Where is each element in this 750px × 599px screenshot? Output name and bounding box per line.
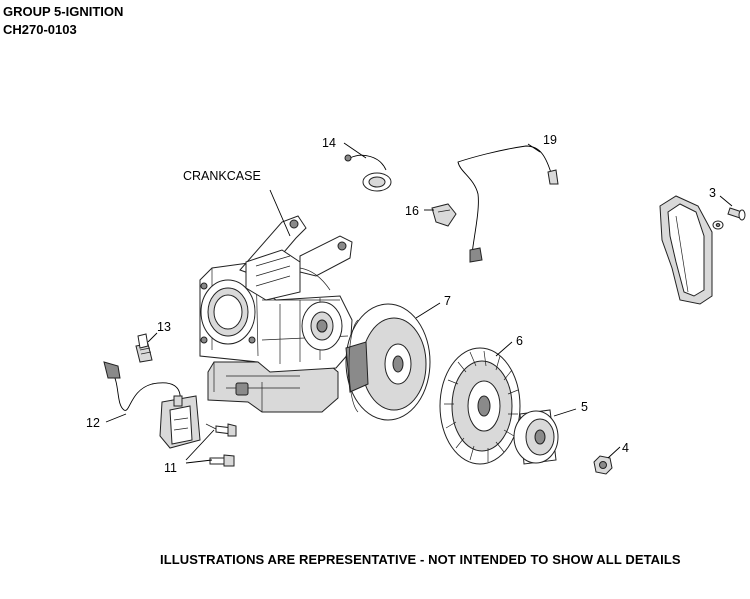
part-16-clip[interactable]	[431, 203, 457, 227]
disclaimer-note: ILLUSTRATIONS ARE REPRESENTATIVE - NOT I…	[160, 552, 681, 567]
callout-5: 5	[581, 400, 588, 414]
part-5-starter-cup[interactable]	[513, 409, 559, 465]
diagram-title: GROUP 5-IGNITION	[3, 4, 124, 19]
callout-14: 14	[322, 136, 336, 150]
part-14-switch[interactable]	[344, 154, 392, 192]
part-11-bolts[interactable]	[205, 423, 237, 467]
crankcase-part[interactable]	[199, 215, 353, 413]
callout-19: 19	[543, 133, 557, 147]
callout-4: 4	[622, 441, 629, 455]
callout-7: 7	[444, 294, 451, 308]
part-6-cooling-fan[interactable]	[439, 347, 521, 465]
part-13-spark-plug[interactable]	[135, 333, 153, 363]
diagram-code: CH270-0103	[3, 22, 77, 37]
callout-13: 13	[157, 320, 171, 334]
callout-6: 6	[516, 334, 523, 348]
part-4-nut[interactable]	[593, 455, 613, 475]
part-12-ignition-coil[interactable]	[103, 361, 201, 449]
callout-12: 12	[86, 416, 100, 430]
part-19-wire-harness[interactable]	[457, 145, 559, 263]
part-3-guard[interactable]	[659, 195, 746, 305]
callout-3: 3	[709, 186, 716, 200]
part-7-flywheel-ring[interactable]	[345, 303, 431, 421]
callout-16: 16	[405, 204, 419, 218]
label-crankcase: CRANKCASE	[183, 169, 261, 183]
leader-lines	[105, 142, 733, 464]
callout-11: 11	[164, 461, 177, 475]
